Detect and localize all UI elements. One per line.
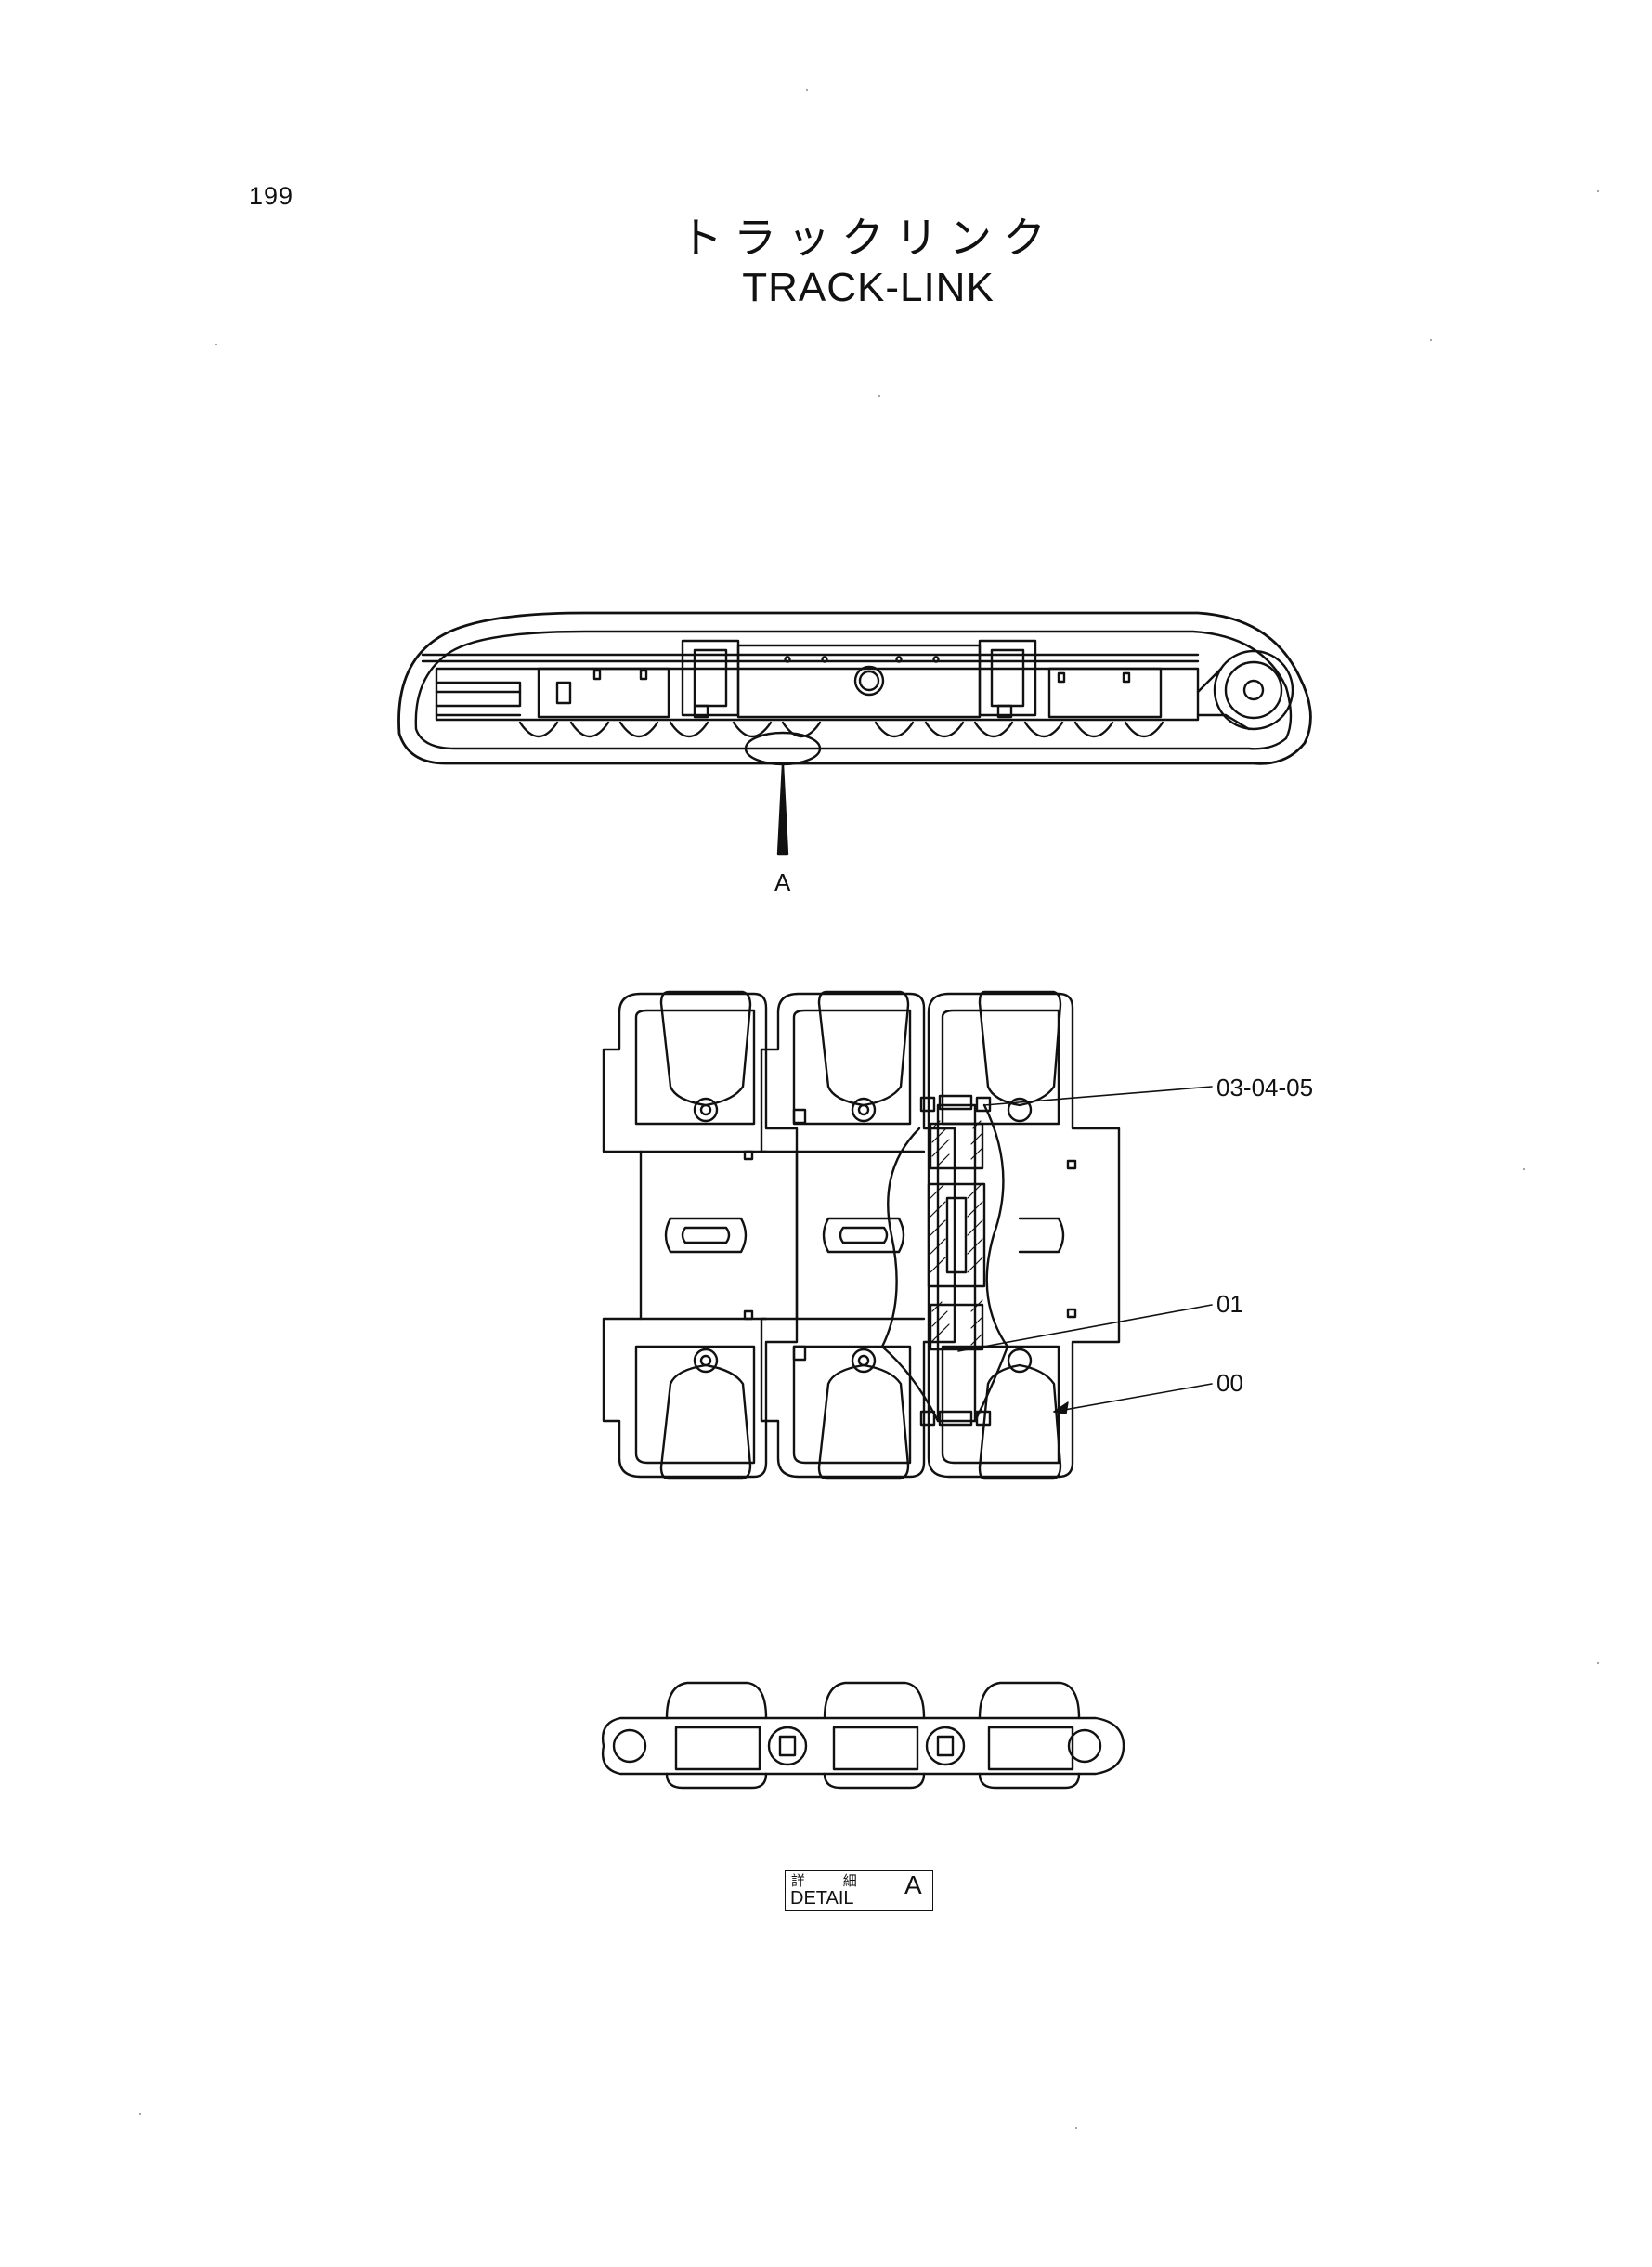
leader-00	[1053, 1383, 1213, 1413]
scan-speck	[806, 89, 808, 91]
detail-a-leader	[776, 762, 789, 856]
track-link-side-view	[601, 1681, 1125, 1790]
scan-speck	[1597, 1662, 1599, 1664]
leader-01	[957, 1304, 1213, 1352]
page-number: 199	[249, 182, 294, 210]
scan-speck	[215, 344, 217, 345]
detail-label-letter: A	[904, 1870, 922, 1899]
detail-a-label: 詳 細 DETAIL A	[785, 1870, 933, 1911]
callout-03-04-05: 03-04-05	[1216, 1074, 1313, 1101]
scan-speck	[1597, 190, 1599, 192]
scan-speck	[1523, 1168, 1525, 1170]
leader-03-04-05	[983, 1086, 1213, 1106]
page-title-japanese: トラックリンク	[680, 213, 1057, 263]
detail-label-japanese: 詳 細	[791, 1872, 874, 1889]
callout-01: 01	[1216, 1290, 1243, 1318]
detail-label-english: DETAIL	[790, 1888, 854, 1909]
scan-speck	[1430, 339, 1432, 341]
track-link-plan-view	[602, 990, 1121, 1480]
section-hatching	[930, 1120, 983, 1346]
scan-speck	[878, 395, 880, 397]
track-assembly-view	[397, 611, 1312, 766]
page-title: TRACK-LINK	[742, 265, 995, 310]
detail-ref-label: A	[774, 868, 791, 896]
callout-00: 00	[1216, 1369, 1243, 1397]
scan-speck	[139, 2113, 141, 2115]
scan-speck	[1075, 2127, 1077, 2129]
